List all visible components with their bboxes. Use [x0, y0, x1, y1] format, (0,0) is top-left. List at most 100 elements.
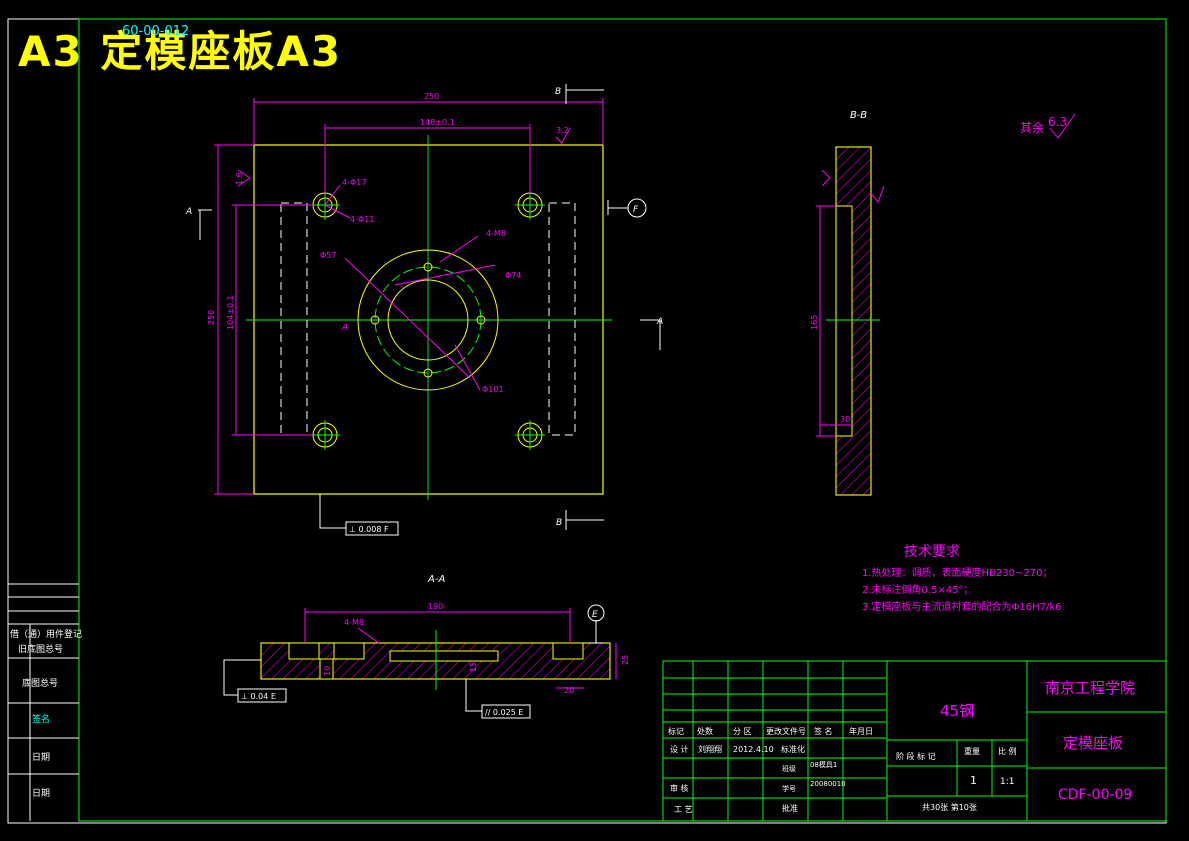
corner-hole-bl — [310, 420, 340, 450]
tb-approve: 批准 — [782, 803, 798, 813]
ring-hole-bottom — [423, 368, 433, 378]
tech-item-2: 2.未标注倒角0.5×45°； — [862, 583, 974, 596]
tb-weight-label: 重量 — [964, 746, 980, 756]
corner-hole-br — [515, 420, 545, 450]
strip-label-4: 签名 — [32, 713, 50, 725]
front-view: 250 148±0.1 250 104±0.1 4-Φ17 4-Φ11 4-M8… — [185, 84, 663, 536]
strip-label-1: 借（通）用件登记 — [10, 628, 82, 640]
tol-parallel-section: // 0.025 E — [485, 708, 523, 717]
dim-d74: Φ74 — [505, 271, 521, 280]
ring-hole-top — [423, 262, 433, 272]
dim-overall-height: 250 — [207, 310, 216, 325]
tb-stage-label: 阶 段 标 记 — [896, 751, 936, 761]
tb-hdr-mark: 标记 — [668, 726, 684, 736]
dim-vertical-spacing: 104±0.1 — [226, 295, 235, 330]
tb-date: 2012.4.10 — [733, 745, 774, 754]
dim-section-10: 10 — [323, 666, 332, 676]
tb-material: 45钢 — [940, 702, 974, 720]
dim-side-step: 30 — [840, 415, 850, 424]
dim-overall-width: 250 — [424, 92, 439, 101]
dim-section-m8: 4-M8 — [344, 618, 364, 627]
left-strip: 借（通）用件登记 旧底图总号 底图总号 签名 日期 日期 — [8, 583, 82, 821]
dim-hole-d11: 4-Φ11 — [350, 215, 374, 224]
plate-outline — [253, 144, 604, 495]
slot-left — [280, 202, 308, 436]
section-aa-label: A-A — [427, 574, 445, 585]
datum-f-label: F — [633, 205, 639, 215]
ring-bolt-circle — [374, 266, 482, 374]
strip-label-6: 日期 — [32, 788, 50, 799]
tb-student-value: 20080010 — [810, 780, 846, 788]
slot-right — [548, 202, 576, 436]
roughness-32: 3.2 — [556, 126, 569, 135]
tb-design-label: 设 计 — [670, 744, 689, 754]
tb-process: 工 艺 — [674, 805, 693, 814]
datum-e-label: E — [592, 610, 598, 620]
dim-section-15: 15 — [469, 662, 478, 672]
tb-quantity: 1 — [970, 774, 977, 787]
side-pocket — [835, 205, 853, 437]
strip-label-2: 旧底图总号 — [18, 643, 63, 655]
drawing-code: 60-00-012 — [122, 24, 190, 39]
section-view-aa: A-A 190 25 20 4-M8 15 10 E ⊥ 0.04 E // 0… — [223, 574, 630, 719]
dim-d57: Φ57 — [320, 251, 336, 260]
tb-school: 南京工程学院 — [1045, 679, 1135, 697]
tol-perp-section: ⊥ 0.04 E — [241, 692, 276, 701]
tb-sheets: 共30张 第10张 — [922, 802, 977, 812]
ring-hole-left — [370, 315, 380, 325]
surface-rest-value: 6.3 — [1048, 115, 1067, 129]
dim-hole-d17: 4-Φ17 — [342, 178, 366, 187]
tb-part-code: CDF-00-09 — [1058, 787, 1132, 803]
tb-hdr-count: 处数 — [697, 726, 713, 736]
tb-review: 审 核 — [670, 783, 689, 793]
tech-requirements: 技术要求 1.热处理：调质，表面硬度HB230~270； 2.未标注倒角0.5×… — [862, 544, 1062, 613]
tb-hdr-date: 年月日 — [849, 726, 873, 736]
side-view-bb: B-B 165 30 — [810, 110, 885, 496]
strip-label-5: 日期 — [32, 752, 50, 763]
title-block: 标记 处数 分 区 更改文件号 签 名 年月日 设 计 刘翔翔 2012.4.1… — [662, 660, 1167, 822]
ring-hole-right — [476, 315, 486, 325]
strip-label-3: 底图总号 — [22, 677, 58, 689]
tb-class-label: 班级 — [782, 764, 796, 773]
tb-designer: 刘翔翔 — [698, 744, 722, 754]
tol-perp-face: ⊥ 0.008 F — [349, 525, 389, 534]
ring-inner — [387, 279, 469, 361]
sheet-big-title: A3 定模座板A3 — [18, 27, 343, 76]
tb-hdr-zone: 分 区 — [733, 727, 752, 736]
tb-hdr-doc: 更改文件号 — [766, 726, 806, 736]
datum-f-bubble — [627, 198, 647, 218]
roughness-16: 1.6 — [235, 172, 244, 185]
ring-outer — [357, 249, 499, 391]
tb-scale-label: 比 例 — [998, 746, 1017, 756]
tb-class-value: 08模具1 — [810, 760, 837, 769]
cut-mark-a-left: A — [185, 207, 192, 217]
section-bb-label: B-B — [850, 110, 867, 121]
sheet-outer-border — [7, 18, 1167, 824]
dim-side-height: 165 — [810, 315, 819, 330]
surface-rest-label: 其余 — [1020, 120, 1044, 135]
tech-item-1: 1.热处理：调质，表面硬度HB230~270； — [862, 566, 1052, 579]
cut-mark-a-center: A — [341, 323, 348, 333]
sheet-inner-frame — [78, 18, 1167, 822]
tech-item-3: 3.定模座板与主流道衬套的配合为Φ16H7/k6 — [862, 600, 1062, 613]
dim-hole-spacing: 148±0.1 — [420, 118, 455, 127]
cut-mark-a-right: A — [656, 317, 663, 327]
cut-mark-b-bottom: B — [556, 518, 562, 528]
tb-standardize: 标准化 — [781, 744, 805, 754]
datum-e-bubble — [587, 604, 605, 622]
dim-d101: Φ101 — [482, 385, 504, 394]
tol-frame-parallel-section — [481, 704, 531, 719]
surface-rest-symbol — [1049, 113, 1076, 139]
dim-hole-m8: 4-M8 — [486, 229, 506, 238]
tb-part-name: 定模座板 — [1063, 734, 1123, 752]
tol-frame-perp-section — [237, 688, 287, 703]
dim-section-step: 20 — [564, 686, 574, 695]
tb-student-label: 学号 — [782, 784, 796, 793]
cut-mark-b-top: B — [555, 87, 561, 97]
corner-hole-tr — [515, 190, 545, 220]
tol-frame-face — [345, 521, 399, 536]
tb-scale: 1:1 — [1000, 777, 1014, 787]
dim-section-length: 190 — [428, 602, 443, 611]
dim-section-thick: 25 — [621, 655, 630, 665]
